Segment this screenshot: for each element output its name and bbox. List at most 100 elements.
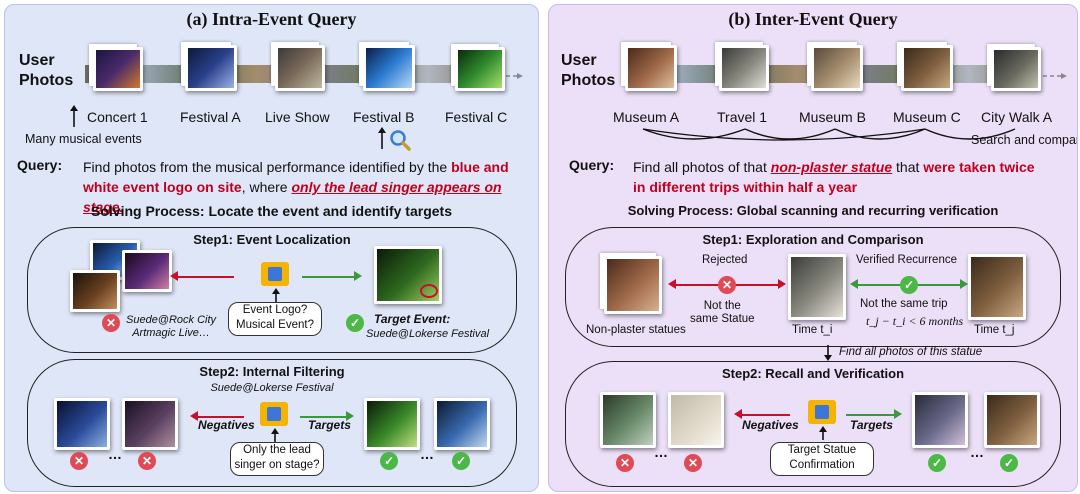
statue-photo-time-i[interactable]	[788, 254, 846, 320]
rejected-label: Rejected	[702, 254, 748, 266]
user-photos-label: User Photos	[19, 51, 73, 91]
rejected-line: Artmagic Live…	[132, 327, 210, 339]
photo-festival-a[interactable]	[185, 45, 237, 91]
photo-folder-icon	[808, 400, 836, 424]
query-label: Query:	[569, 157, 615, 173]
bubble-line: Musical Event?	[236, 319, 314, 331]
rejected-photo[interactable]	[70, 270, 120, 312]
negatives-arrow-head	[734, 409, 742, 419]
photo-museum-a[interactable]	[625, 45, 677, 91]
down-arrow-icon	[824, 345, 832, 361]
reject-arrow	[176, 276, 234, 278]
step1-title: Step1: Event Localization	[193, 232, 351, 247]
targets-label: Targets	[850, 418, 893, 432]
step2-oval: Step2: Internal Filtering Suede@Lokerse …	[27, 359, 517, 487]
check-icon: ✓	[1000, 454, 1018, 472]
target-event-photo[interactable]	[374, 246, 442, 304]
photo-concert-1[interactable]	[93, 47, 143, 91]
step2-title: Step2: Internal Filtering	[199, 364, 345, 379]
target-photo[interactable]	[364, 398, 420, 450]
rejected-photo[interactable]	[122, 250, 172, 292]
reject-arrow-head	[170, 271, 178, 281]
event-label: Festival A	[180, 109, 241, 125]
photo-museum-b[interactable]	[811, 45, 863, 91]
event-label: City Walk A	[981, 109, 1053, 125]
photo-folder-icon	[260, 402, 288, 426]
time-i-label: Time t_i	[792, 324, 833, 336]
accept-arrow	[302, 276, 354, 278]
event-label: Travel 1	[717, 109, 768, 125]
logo-highlight-circle	[420, 284, 438, 298]
user-photos-label: User Photos	[561, 51, 615, 91]
non-plaster-photo[interactable]	[604, 256, 662, 314]
photo-festival-b[interactable]	[363, 45, 415, 91]
solving-process-title: Solving Process: Global scanning and rec…	[627, 203, 999, 218]
negatives-label: Negatives	[198, 418, 255, 432]
step1-oval: Step1: Exploration and Comparison Non-pl…	[565, 227, 1061, 347]
bubble-line: singer on stage?	[234, 459, 320, 471]
negative-photo[interactable]	[668, 392, 724, 448]
negative-photo[interactable]	[600, 392, 656, 448]
panel-b-title: (b) Inter-Event Query	[728, 9, 898, 29]
photo-travel-1[interactable]	[719, 45, 769, 91]
cross-icon: ✕	[102, 314, 120, 332]
photo-festival-c[interactable]	[455, 47, 505, 91]
many-events-note: Many musical events	[25, 132, 142, 146]
up-arrow-icon	[819, 426, 827, 440]
photo-museum-c[interactable]	[901, 45, 953, 91]
targets-label: Targets	[308, 418, 351, 432]
event-label: Museum B	[799, 109, 866, 125]
event-label: Concert 1	[87, 109, 148, 125]
search-compare-note: Search and compare	[971, 133, 1078, 147]
event-label: Festival C	[445, 109, 508, 125]
check-icon: ✓	[452, 452, 470, 470]
negatives-arrow	[740, 414, 790, 416]
time-constraint: t_j − t_i < 6 months	[866, 314, 964, 328]
event-label: Festival B	[353, 109, 415, 125]
find-all-note: Find all photos of this statue	[839, 346, 983, 358]
cross-icon: ✕	[70, 452, 88, 470]
user-word: User	[561, 52, 597, 69]
query-text: Find all photos of that non-plaster stat…	[633, 159, 1035, 195]
not-same-trip: Not the same trip	[860, 298, 948, 310]
accept-arrow-head	[354, 271, 362, 281]
verified-label: Verified Recurrence	[856, 254, 957, 266]
up-arrow-icon	[272, 288, 280, 302]
step1-title: Step1: Exploration and Comparison	[702, 232, 924, 247]
target-photo[interactable]	[434, 398, 490, 450]
statue-photo-time-j[interactable]	[968, 254, 1026, 320]
step2-title: Step2: Recall and Verification	[721, 366, 905, 381]
negatives-label: Negatives	[742, 418, 799, 432]
event-label: Museum C	[893, 109, 961, 125]
check-icon: ✓	[900, 276, 918, 294]
event-label: Live Show	[265, 109, 330, 125]
user-word: User	[19, 52, 55, 69]
target-photo[interactable]	[984, 392, 1040, 448]
negative-photo[interactable]	[122, 398, 178, 450]
step2-oval: Step2: Recall and Verification … Negativ…	[565, 361, 1061, 487]
event-label: Museum A	[613, 109, 680, 125]
cross-icon: ✕	[684, 454, 702, 472]
target-photo[interactable]	[912, 392, 968, 448]
timeline-arrow	[1029, 73, 1067, 79]
note-line: same Statue	[690, 313, 755, 325]
reject-arrow-head	[668, 279, 676, 289]
panel-intra-event: (a) Intra-Event Query User Photos Concer…	[4, 4, 539, 492]
event-question-bubble: Event Logo?Musical Event?	[228, 302, 322, 336]
reject-arrow-head	[778, 279, 786, 289]
photo-folder-icon	[261, 262, 289, 286]
query-text: Find photos from the musical performance…	[83, 159, 509, 215]
negative-photo[interactable]	[54, 398, 110, 450]
photo-live-show[interactable]	[275, 45, 325, 91]
check-icon: ✓	[928, 454, 946, 472]
step2-subtitle: Suede@Lokerse Festival	[210, 382, 334, 394]
photo-city-walk-a[interactable]	[991, 47, 1041, 91]
check-icon: ✓	[346, 314, 364, 332]
bubble-line: Only the lead	[243, 444, 311, 456]
panel-a-title: (a) Intra-Event Query	[186, 9, 357, 29]
time-j-label: Time t_j	[974, 324, 1015, 336]
up-arrow-icon	[378, 127, 386, 149]
compare-arcs	[642, 128, 1016, 141]
